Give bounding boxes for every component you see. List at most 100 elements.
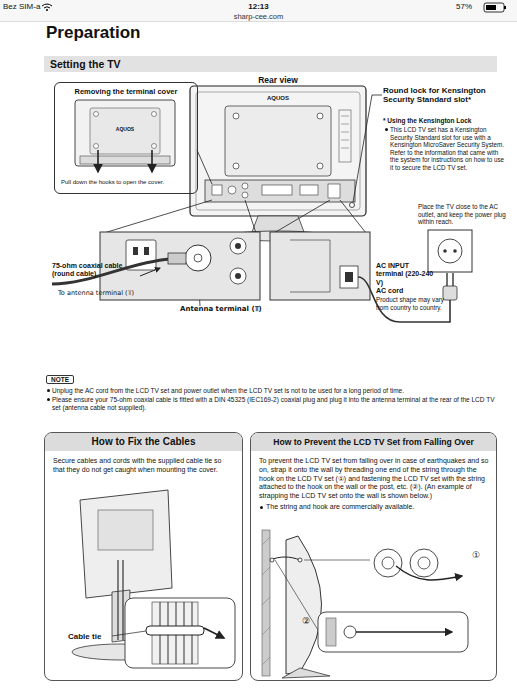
note-tag: NOTE: [46, 375, 74, 384]
box-text: Secure cables and cords with the supplie…: [53, 457, 235, 475]
tv-rear-view-part: [341, 124, 349, 125]
box-text: Pull down the hooks to open the cover.: [61, 179, 193, 186]
antenna-panel-zoom-part: [230, 268, 246, 284]
tv-rear-view-part: [212, 185, 222, 195]
box-heading: Removing the terminal cover: [55, 87, 197, 96]
leader-line-part: [274, 200, 330, 233]
inset-box: Removing the terminal coverPull down the…: [54, 82, 198, 194]
status-bar-part: [504, 6, 506, 9]
leader-line-part: [197, 150, 212, 184]
inset-tv-drawing-part: [94, 112, 99, 117]
status-bar-part: [486, 5, 496, 10]
tv-rear-view-part: [341, 140, 349, 141]
wall-strap-drawing-part: [396, 566, 462, 580]
view-caption: Rear view: [230, 75, 326, 85]
info-panel: How to Prevent the LCD TV Set from Falli…: [250, 432, 497, 681]
cable-fix-drawing-part: [98, 510, 153, 550]
cable-fix-drawing: [72, 490, 235, 668]
wall-strap-drawing-part: [418, 557, 430, 569]
leader-line-part: [245, 200, 256, 233]
tv-rear-view-part: [262, 185, 292, 195]
tv-rear-view-part: [350, 203, 355, 208]
note-text: Unplug the AC cord from the LCD TV set a…: [52, 387, 497, 395]
tv-rear-view-part: [317, 163, 323, 169]
inset-tv-drawing-part: [90, 108, 160, 154]
wall-outlet: [428, 230, 472, 272]
wall-strap-drawing-part: [410, 549, 438, 577]
wall-outlet-part: [453, 249, 457, 253]
note-text: This LCD TV set has a Kensington Securit…: [390, 126, 507, 171]
box-heading: How to Fix the Cables: [45, 433, 242, 451]
part-name: AC INPUT terminal (220-240 V): [376, 262, 434, 287]
wall-strap-drawing-part: [282, 668, 330, 678]
ac-panel-zoom-part: [446, 273, 447, 286]
inset-tv-drawing-part: [94, 144, 99, 149]
cable-fix-drawing-part: [204, 628, 224, 638]
status-bar-part: [42, 4, 52, 8]
info-panel: How to Fix the CablesSecure cables and c…: [44, 432, 243, 681]
tv-rear-view-part: [317, 113, 323, 119]
inset-tv-drawing-part: [75, 100, 175, 166]
inset-tv-drawing: [75, 100, 175, 172]
antenna-panel-zoom: [52, 232, 260, 300]
antenna-panel-zoom-part: [235, 243, 241, 249]
part-name: To antenna terminal (⫪): [58, 289, 168, 297]
inset-tv-drawing-part: [151, 150, 153, 172]
antenna-panel-zoom-part: [133, 247, 138, 255]
note-text: Product shape may vary from country to c…: [376, 296, 446, 311]
tv-rear-view-part: [341, 148, 349, 149]
wall-strap-drawing-part: [262, 597, 270, 605]
wall-strap-drawing-part: [270, 558, 274, 562]
part-name: Cable tie: [68, 632, 101, 641]
status-text: 12:13: [0, 2, 517, 11]
cable-fix-drawing-part: [125, 598, 235, 668]
status-bar-part: [0, 21, 517, 22]
antenna-panel-zoom-part: [140, 268, 160, 276]
brand-logo: AQUOS: [253, 95, 303, 101]
tv-rear-view-part: [228, 186, 236, 194]
tv-rear-view-part: [190, 86, 366, 216]
status-bar-part: [0, 0, 517, 22]
section-band: Setting the TV: [44, 56, 497, 72]
tv-rear-view-part: [233, 113, 239, 119]
ac-panel-zoom-part: [358, 277, 450, 322]
box-text: To prevent the LCD TV set from falling o…: [259, 457, 489, 501]
ac-panel-zoom-part: [345, 272, 353, 282]
ac-panel-zoom-part: [270, 232, 370, 300]
status-bar-part: [484, 3, 504, 12]
antenna-panel-zoom-part: [185, 245, 211, 271]
tv-rear-view: [190, 86, 366, 241]
status-text: 57%: [456, 2, 472, 11]
cable-fix-drawing-part: [146, 626, 204, 635]
leader-line-part: [340, 200, 366, 233]
note-text: Place the TV close to the AC outlet, and…: [418, 203, 507, 226]
note-text: Please ensure your 75-ohm coaxial cable …: [52, 396, 497, 412]
bullet-dot: [47, 389, 50, 392]
wall-strap-drawing: [262, 530, 468, 678]
cable-fix-drawing-part: [80, 490, 172, 598]
tv-rear-view-part: [242, 192, 248, 198]
part-name: Antenna terminal (⫪): [180, 305, 262, 313]
part-name: 75-ohm coaxial cable (round cable): [52, 262, 132, 279]
tv-rear-view-part: [339, 110, 351, 162]
tv-rear-view-part: [341, 132, 349, 133]
antenna-panel-zoom-part: [52, 259, 170, 284]
status-bar-part: [46, 9, 48, 11]
wall-strap-drawing-part: [356, 631, 452, 632]
tv-rear-view-part: [205, 180, 355, 202]
wall-strap-drawing-part: [262, 567, 270, 575]
wall-strap-drawing-part: [262, 657, 270, 665]
tv-rear-view-part: [196, 92, 360, 210]
cable-fix-drawing-part: [112, 631, 146, 636]
tv-rear-view-part: [225, 106, 331, 176]
part-name: AC cord: [376, 287, 403, 294]
status-text: Bez SIM-a: [3, 2, 40, 11]
box-text: The string and hook are commercially ava…: [266, 503, 488, 512]
leader-line-part: [104, 200, 212, 233]
note-heading: * Using the Kensington Lock: [383, 117, 507, 124]
wall-strap-drawing-part: [262, 530, 270, 676]
antenna-panel-zoom-part: [144, 247, 149, 255]
cable-fix-drawing-part: [122, 560, 123, 640]
inset-tv-drawing-part: [152, 112, 157, 117]
antenna-panel-zoom-part: [194, 254, 202, 262]
